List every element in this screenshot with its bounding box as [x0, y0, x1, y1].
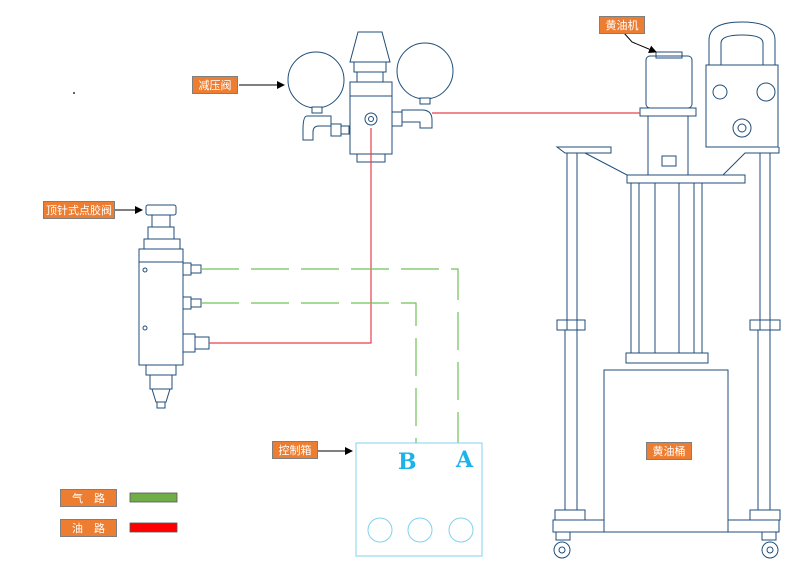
control-box-label: 控制箱	[272, 441, 318, 459]
control-box-knob-2	[407, 517, 433, 543]
callout-arrows	[114, 32, 657, 455]
control-box-port-b: B	[398, 449, 417, 475]
pump-motor	[645, 55, 693, 109]
needle-dispensing-valve	[138, 204, 210, 409]
legend-oil-label: 油 路	[60, 519, 117, 537]
left-caster-wheel	[553, 541, 571, 559]
air-line-port-b	[201, 302, 417, 443]
legend-air-label: 气 路	[60, 489, 117, 507]
control-box	[355, 442, 483, 557]
control-box-port-a: A	[456, 447, 474, 473]
right-caster-wheel	[761, 541, 779, 559]
pressure-reducing-valve	[287, 31, 454, 163]
pump-pressure-knob	[732, 118, 752, 138]
grease-pump-machine	[552, 21, 781, 559]
air-line-port-a	[201, 268, 459, 443]
stray-dot	[73, 92, 75, 94]
valve-top-cap	[349, 31, 391, 63]
legend-air-swatch	[129, 492, 178, 503]
pressure-valve-label: 减压阀	[192, 76, 238, 94]
control-box-knob-1	[367, 517, 393, 543]
left-pressure-gauge	[287, 51, 345, 109]
grease-bucket-label: 黄油桶	[646, 442, 692, 460]
right-pressure-gauge	[396, 42, 454, 100]
control-box-knob-3	[448, 517, 474, 543]
legend-oil-swatch	[129, 522, 178, 533]
oil-lines	[209, 112, 640, 344]
grease-pump-label: 黄油机	[599, 16, 645, 34]
air-lines	[201, 268, 459, 443]
needle-valve-label: 顶针式点胶阀	[43, 201, 115, 219]
oil-line-valve-to-dispenser	[209, 128, 372, 344]
